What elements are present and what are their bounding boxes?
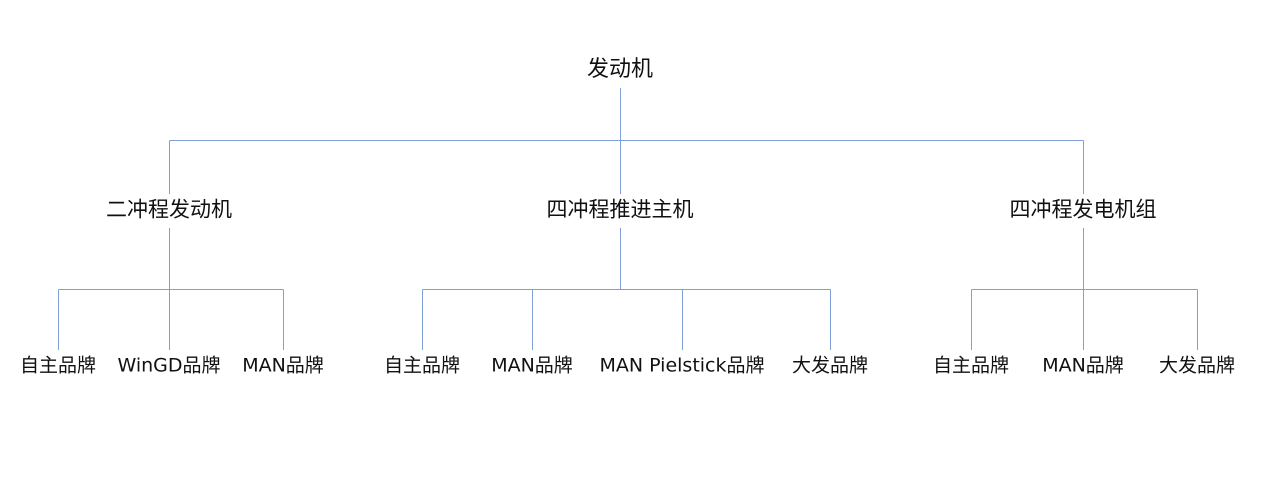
node-root: 发动机 bbox=[586, 57, 654, 82]
node-two-stroke-man: MAN品牌 bbox=[242, 354, 324, 377]
node-two-stroke: 二冲程发动机 bbox=[106, 197, 232, 222]
node-propulsion-man: MAN品牌 bbox=[491, 354, 573, 377]
node-two-stroke-own-brand: 自主品牌 bbox=[19, 354, 97, 377]
node-propulsion-daihatsu: 大发品牌 bbox=[791, 354, 869, 377]
node-four-stroke-propulsion: 四冲程推进主机 bbox=[546, 197, 694, 222]
node-four-stroke-genset: 四冲程发电机组 bbox=[1009, 197, 1157, 222]
node-propulsion-man-pielstick: MAN Pielstick品牌 bbox=[599, 354, 765, 377]
node-propulsion-own-brand: 自主品牌 bbox=[383, 354, 461, 377]
node-two-stroke-wingd: WinGD品牌 bbox=[117, 354, 221, 377]
node-genset-man: MAN品牌 bbox=[1042, 354, 1124, 377]
node-genset-daihatsu: 大发品牌 bbox=[1158, 354, 1236, 377]
node-genset-own-brand: 自主品牌 bbox=[932, 354, 1010, 377]
